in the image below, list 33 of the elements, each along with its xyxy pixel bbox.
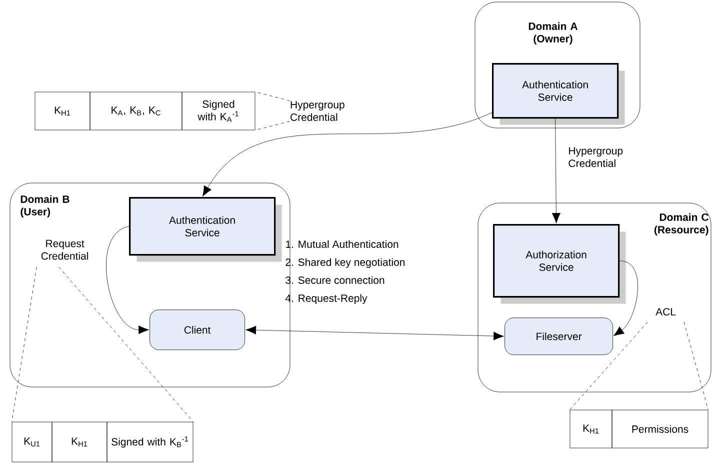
leader-line	[12, 266, 37, 422]
arrow	[202, 112, 492, 197]
leader-line	[255, 121, 290, 130]
note-text: ACL	[656, 308, 676, 316]
note-text: Request Credential	[41, 240, 88, 260]
table-cell: Permissions	[612, 410, 708, 448]
leader-line	[570, 322, 648, 410]
domain-heading: Domain A (Owner)	[528, 22, 578, 44]
arrow	[246, 326, 504, 340]
step-text: 1. Mutual Authentication	[286, 240, 398, 248]
table-cell: K$_{H1}$	[570, 410, 612, 448]
leader-line	[684, 322, 708, 410]
domain-heading: Domain C (Resource)	[654, 213, 708, 236]
service-box: Authentication Service	[129, 197, 282, 262]
edge-label: Hypergroup Credential	[568, 147, 623, 168]
arrow	[552, 118, 561, 224]
arrow	[106, 226, 150, 334]
domain-heading: Domain B (User)	[20, 195, 70, 218]
table-cell: K$_{A}$, K$_{B}$, K$_{C}$	[90, 92, 182, 130]
leader-line	[255, 92, 290, 101]
table-cell: K$_{H1}$	[34, 92, 90, 130]
step-text: 2. Shared key negotiation	[286, 258, 405, 268]
step-text: 4. Request-Reply	[285, 294, 368, 304]
service-box: Authorization Service	[493, 224, 626, 304]
table-cell: K$_{H1}$	[52, 422, 108, 462]
process-box: Client	[150, 310, 245, 350]
arrow	[613, 260, 638, 336]
table-cell: K$_{U1}$	[12, 422, 52, 462]
step-text: 3. Secure connection	[286, 276, 384, 284]
note-text: Hypergroup Credential	[290, 101, 344, 121]
service-box: Authentication Service	[492, 63, 625, 125]
process-box: Fileserver	[504, 318, 613, 355]
leader-line	[58, 266, 194, 422]
